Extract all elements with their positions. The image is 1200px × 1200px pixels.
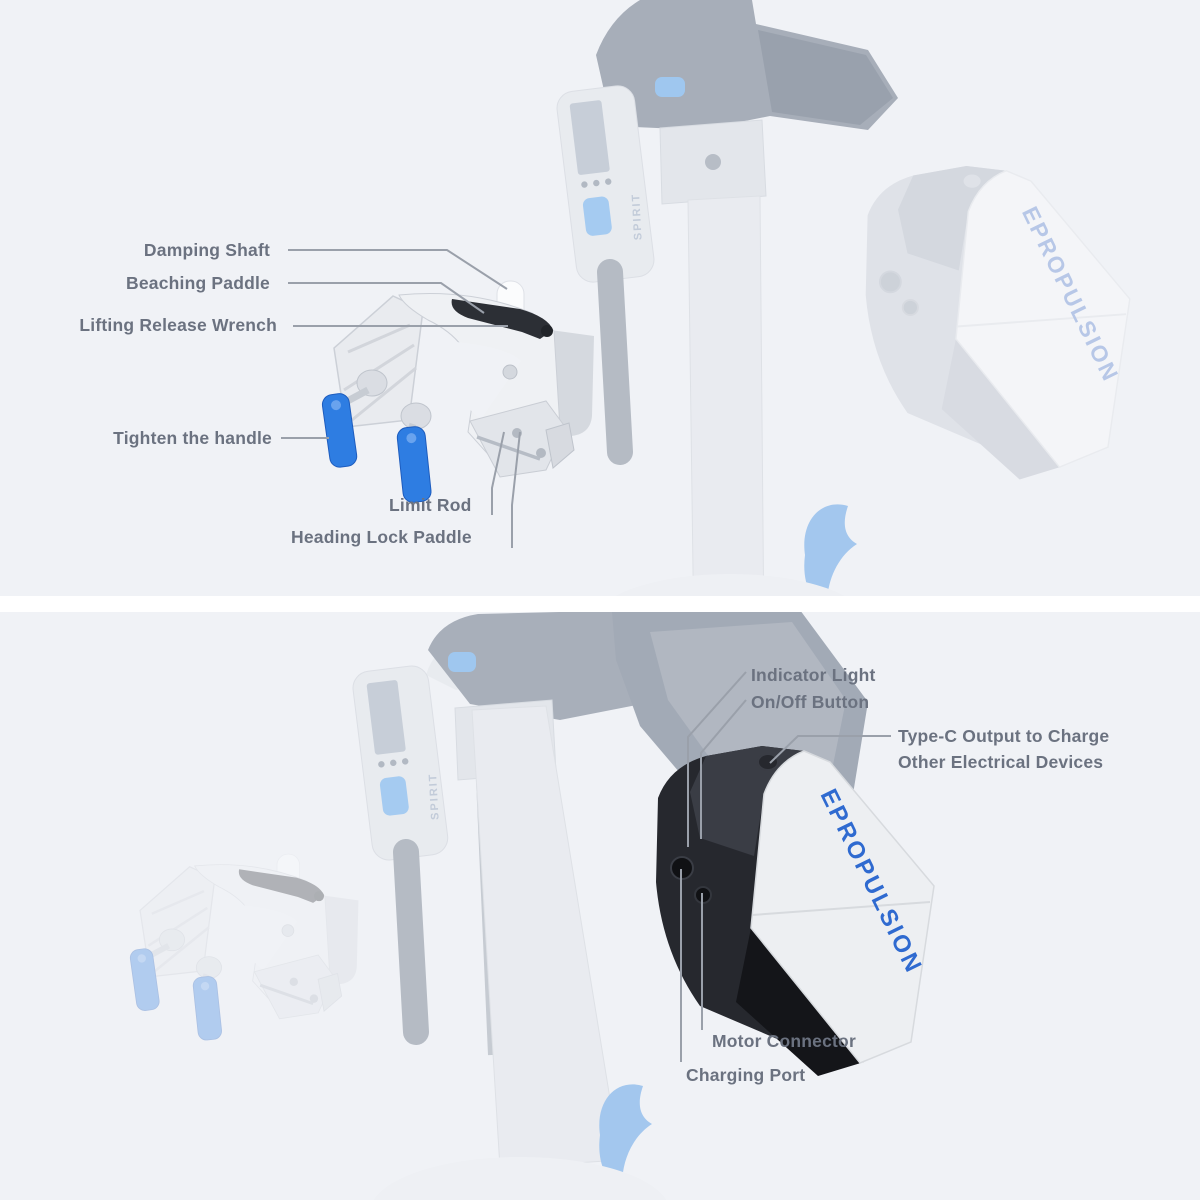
head-button-dot [581,181,588,188]
ghost-display-head: SPIRIT [556,85,655,283]
leader-line-on-off-button [700,699,747,839]
leader-line-limit-rod [491,431,505,515]
head-button-dot [402,758,409,765]
panel-divider [0,596,1200,612]
leader-line-damping-shaft [288,249,508,290]
head-blue-button [582,196,612,236]
ghost-motor-top: SPIRIT [556,0,898,596]
leader-line-beaching-paddle [288,282,485,314]
ghost-battery-illustration [864,165,1131,481]
bottom-panel-canvas: SPIRIT [0,612,935,1200]
head-body [352,665,449,861]
ghost-battery-facet [758,30,893,125]
battery-highlighted [655,745,935,1077]
head-screen [569,100,610,175]
ghost-motor-pod [373,1157,667,1200]
ghost-tiller-button [655,77,685,97]
leader-line-type-c [769,735,891,764]
ghost-shaft [687,195,765,596]
ghost-clamp-illustration [129,854,358,1041]
ghost-tiller-handle [597,259,633,465]
top-panel-clamp-diagram: SPIRIT [0,0,1200,596]
top-panel-canvas: SPIRIT [281,0,1131,596]
leader-line-heading-lock-paddle [511,431,521,548]
propeller-blade [804,504,857,596]
ghost-tiller-handle [393,839,429,1045]
head-button-dot [378,761,385,768]
head-button-dot [605,178,612,185]
bottom-panel-battery-diagram: SPIRIT [0,612,1200,1200]
head-button-dot [593,179,600,187]
head-screen [366,680,406,755]
head-blue-button [379,776,409,816]
ghost-shaft [471,705,621,1169]
clamp-bracket-highlighted [321,281,594,503]
leader-line-indicator-light [687,671,747,847]
model-text: SPIRIT [630,192,644,240]
ghost-motor-pod [615,574,845,596]
model-text: SPIRIT [427,772,441,820]
ghost-display-head: SPIRIT [352,665,449,861]
ghost-tiller-band [428,612,662,720]
propeller-blade [599,1084,652,1194]
bracket-pivot [705,154,721,170]
head-button-dot [390,759,397,767]
ghost-tiller-button [448,652,476,672]
